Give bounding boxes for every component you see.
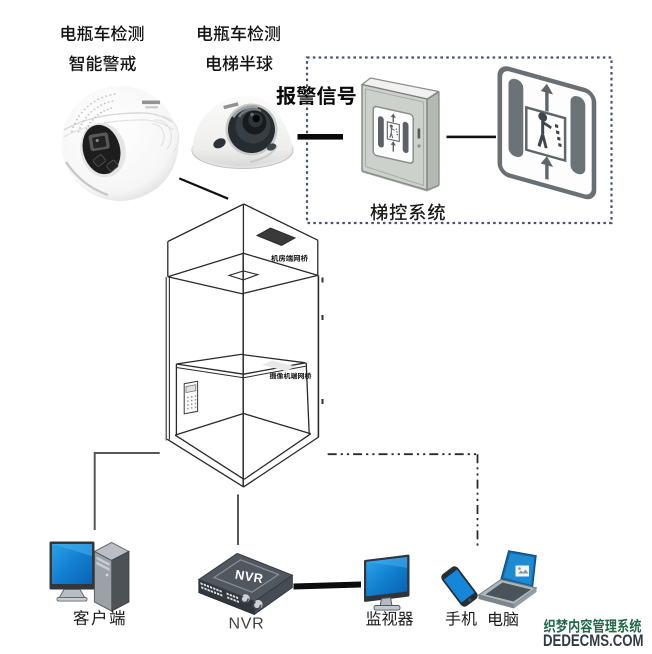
svg-text:NVR: NVR [234, 567, 265, 587]
svg-text:DEDECMS.COM: DEDECMS.COM [543, 632, 644, 650]
svg-text:NVR: NVR [229, 616, 265, 633]
